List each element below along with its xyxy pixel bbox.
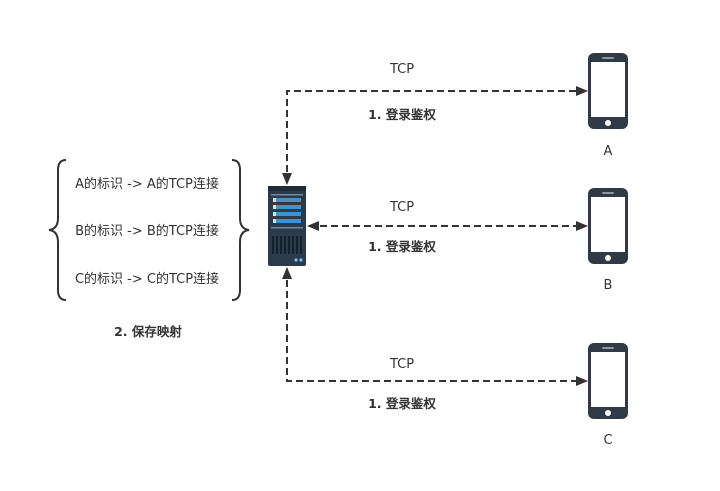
client-label-c: C [603, 433, 612, 448]
mapping-label: 2. 保存映射 [114, 324, 182, 339]
smartphone-icon-a [588, 53, 628, 129]
protocol-label-c: TCP [389, 357, 414, 372]
mapping-entry-b: B的标识 -> B的TCP连接 [75, 223, 219, 239]
server-icon [268, 186, 306, 266]
client-label-b: B [604, 278, 613, 293]
mapping-entry-c: C的标识 -> C的TCP连接 [75, 271, 219, 287]
step-label-c: 1. 登录鉴权 [368, 396, 436, 411]
connection-arrow-a [282, 86, 588, 185]
step-label-a: 1. 登录鉴权 [368, 107, 436, 122]
client-label-a: A [604, 144, 613, 159]
left-brace [48, 159, 67, 301]
right-brace [231, 159, 250, 301]
connection-arrow-c [282, 267, 588, 386]
protocol-label-a: TCP [389, 62, 414, 77]
step-label-b: 1. 登录鉴权 [368, 239, 436, 254]
smartphone-icon-c [588, 343, 628, 419]
mapping-entry-a: A的标识 -> A的TCP连接 [75, 176, 219, 192]
smartphone-icon-b [588, 188, 628, 264]
protocol-label-b: TCP [389, 200, 414, 215]
